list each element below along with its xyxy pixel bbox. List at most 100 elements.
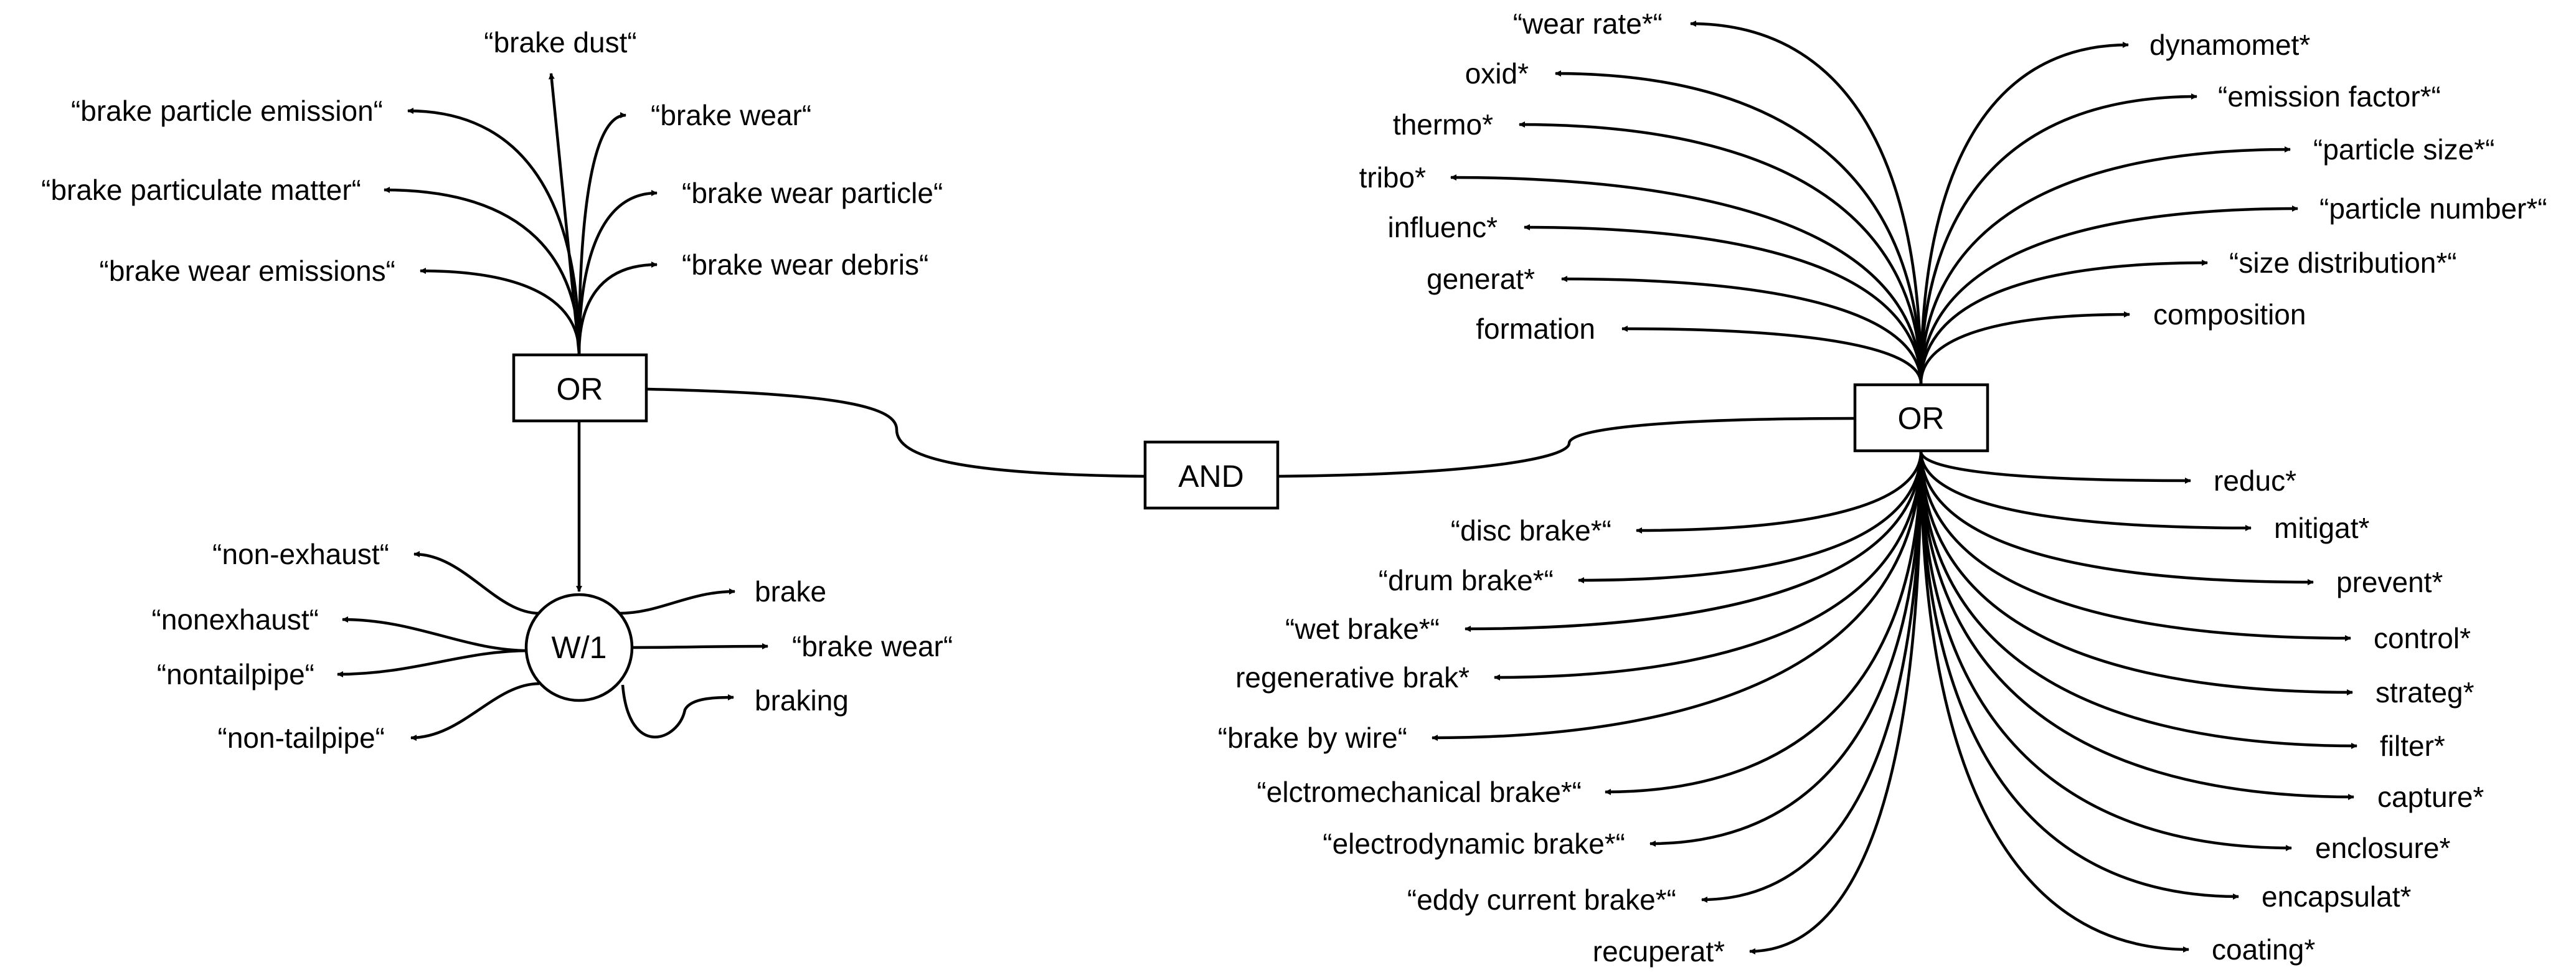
search-term-label: coating* <box>2212 933 2315 966</box>
search-term-label: “particle number*“ <box>2319 192 2547 225</box>
term-arrow <box>1605 451 1923 795</box>
term-arrow <box>1919 451 2191 484</box>
search-term-label: encapsulat* <box>2262 880 2411 913</box>
term-arrow <box>1919 451 2189 953</box>
term-arrow <box>1919 451 2314 585</box>
search-term-label: enclosure* <box>2315 832 2450 864</box>
term-arrow <box>1919 93 2197 384</box>
search-term-label: reduc* <box>2214 464 2296 497</box>
term-arrow <box>337 649 530 677</box>
term-arrow <box>631 643 768 650</box>
term-arrow <box>1919 451 2239 900</box>
or-right-label: OR <box>1898 401 1945 436</box>
and-box <box>1143 440 1280 510</box>
term-arrow <box>1690 21 1923 384</box>
w1-node: W/1 <box>524 593 634 702</box>
search-term-label: “brake wear emissions“ <box>100 255 395 287</box>
search-term-label: “eddy current brake*“ <box>1407 883 1676 916</box>
search-term-label: mitigat* <box>2274 512 2369 544</box>
or-right-box <box>1853 383 1989 453</box>
term-arrow <box>1919 311 2130 384</box>
or-left-to-and-connector <box>647 387 1145 478</box>
search-term-label: “brake particulate matter“ <box>41 174 361 206</box>
term-arrow <box>420 268 581 354</box>
w1-circle <box>524 593 634 702</box>
search-term-label: “non-exhaust“ <box>212 538 389 570</box>
search-term-label: “wear rate*“ <box>1513 7 1663 40</box>
search-term-label: “nonexhaust“ <box>152 603 319 636</box>
search-term-label: brake <box>755 575 826 608</box>
search-term-label: generat* <box>1427 263 1535 295</box>
and-node: AND <box>1143 440 1280 510</box>
search-term-label: “brake by wire“ <box>1218 722 1407 754</box>
search-term-label: “nontailpipe“ <box>157 658 314 690</box>
term-arrow <box>1701 451 1923 903</box>
term-arrow <box>1919 451 2357 749</box>
search-term-label: “elctromechanical brake*“ <box>1257 776 1582 808</box>
term-arrow <box>1919 146 2291 384</box>
term-arrow <box>1919 451 2354 800</box>
term-arrow <box>1524 224 1923 384</box>
search-term-label: tribo* <box>1359 161 1426 194</box>
or-left-box <box>512 353 648 423</box>
term-arrow <box>1432 451 1923 741</box>
search-term-label: prevent* <box>2336 566 2443 598</box>
term-arrow <box>1749 451 1923 954</box>
w1-label: W/1 <box>552 630 607 665</box>
search-term-label: oxid* <box>1465 57 1529 90</box>
term-arrow <box>577 261 658 354</box>
search-term-label: capture* <box>2377 781 2484 813</box>
search-term-label: “wet brake*“ <box>1285 613 1440 645</box>
or-right-node: OR <box>1853 383 1989 453</box>
search-term-label: strateg* <box>2375 676 2475 709</box>
term-arrow <box>1621 326 1923 384</box>
term-arrow <box>1919 451 2353 695</box>
search-term-label: “size distribution*“ <box>2229 247 2457 279</box>
search-term-label: “particle size*“ <box>2313 133 2494 166</box>
search-term-label: formation <box>1476 313 1595 345</box>
search-term-label: “brake wear debris“ <box>682 248 928 281</box>
or-left-node: OR <box>512 353 648 423</box>
search-term-label: “brake particle emission“ <box>71 95 383 127</box>
term-arrow <box>619 588 735 615</box>
search-term-label: “brake dust“ <box>484 26 636 59</box>
search-term-label: influenc* <box>1388 211 1498 243</box>
term-arrow <box>1919 205 2298 384</box>
term-arrow <box>1919 451 2351 641</box>
term-arrow <box>1578 451 1923 583</box>
term-arrow <box>1450 174 1923 384</box>
search-term-label: “drum brake*“ <box>1379 564 1554 596</box>
term-arrow <box>1919 451 2252 531</box>
search-term-label: “brake wear“ <box>651 99 811 131</box>
search-term-label: regenerative brak* <box>1235 661 1470 694</box>
term-arrow <box>407 108 581 354</box>
search-term-label: composition <box>2153 298 2306 331</box>
term-arrow <box>1649 451 1923 847</box>
search-term-label: “emission factor*“ <box>2218 80 2441 113</box>
search-term-label: “brake wear particle“ <box>682 177 943 209</box>
and-label: AND <box>1178 459 1244 494</box>
or-left-label: OR <box>557 372 603 407</box>
term-arrow <box>342 616 530 653</box>
term-arrow <box>1555 70 1923 384</box>
search-term-label: filter* <box>2380 730 2445 762</box>
term-arrow <box>621 684 734 738</box>
search-term-label: recuperat* <box>1593 935 1725 968</box>
term-labels: “brake dust“ “brake particle emission“ “br… <box>41 7 2547 968</box>
term-arrow <box>413 551 540 615</box>
term-edges <box>337 21 2357 954</box>
and-to-or-right-connector <box>1277 417 1855 478</box>
search-term-label: braking <box>755 684 849 717</box>
term-arrow <box>1919 42 2129 384</box>
term-arrow <box>410 682 540 741</box>
search-term-label: “non-tailpipe“ <box>218 722 385 754</box>
search-term-label: “disc brake*“ <box>1451 514 1611 547</box>
search-term-label: thermo* <box>1393 108 1493 141</box>
term-arrow <box>577 190 658 354</box>
search-term-label: dynamomet* <box>2149 29 2310 61</box>
term-arrow <box>1919 260 2208 384</box>
search-term-label: “brake wear“ <box>792 630 953 662</box>
term-arrow <box>1919 451 2292 851</box>
term-arrow <box>1561 276 1923 384</box>
